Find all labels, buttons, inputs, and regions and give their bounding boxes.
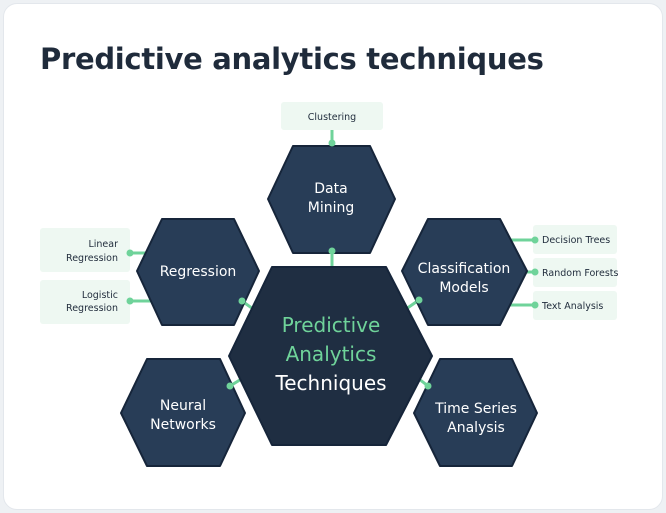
svg-text:Analysis: Analysis [447,420,505,436]
svg-text:Analytics: Analytics [286,342,377,366]
svg-text:Time Series: Time Series [434,401,517,417]
svg-text:Decision Trees: Decision Trees [542,235,610,246]
sub-item-clustering: Clustering [281,102,383,130]
svg-text:Techniques: Techniques [274,371,386,395]
svg-text:Models: Models [439,280,488,296]
sub-item-text-analysis: Text Analysis [533,291,617,320]
node-classification-models: Classification Models [401,218,528,326]
svg-text:Classification: Classification [418,261,511,277]
node-time-series-analysis: Time Series Analysis [413,358,538,467]
connector-dots [126,139,539,390]
sub-item-linear-regression: Linear Regression [40,228,130,272]
svg-text:Regression: Regression [160,264,237,280]
sub-item-decision-trees: Decision Trees [533,225,617,254]
node-center: Predictive Analytics Techniques [228,266,433,446]
svg-text:Data: Data [314,181,347,197]
sub-item-random-forests: Random Forests [533,258,619,287]
svg-text:Clustering: Clustering [308,112,356,123]
svg-text:Text Analysis: Text Analysis [541,301,603,312]
svg-text:Random Forests: Random Forests [542,268,619,279]
node-regression: Regression [136,218,260,326]
svg-text:Networks: Networks [150,417,216,433]
page-title: Predictive analytics techniques [40,42,544,76]
svg-text:Regression: Regression [66,253,118,264]
svg-text:Regression: Regression [66,303,118,314]
svg-text:Linear: Linear [88,239,118,250]
sub-item-logistic-regression: Logistic Regression [40,280,130,324]
svg-text:Predictive: Predictive [282,313,381,337]
node-neural-networks: Neural Networks [120,358,246,467]
svg-text:Mining: Mining [308,200,355,216]
node-data-mining: Data Mining [267,145,396,254]
svg-text:Logistic: Logistic [82,290,118,301]
svg-text:Neural: Neural [160,398,206,414]
